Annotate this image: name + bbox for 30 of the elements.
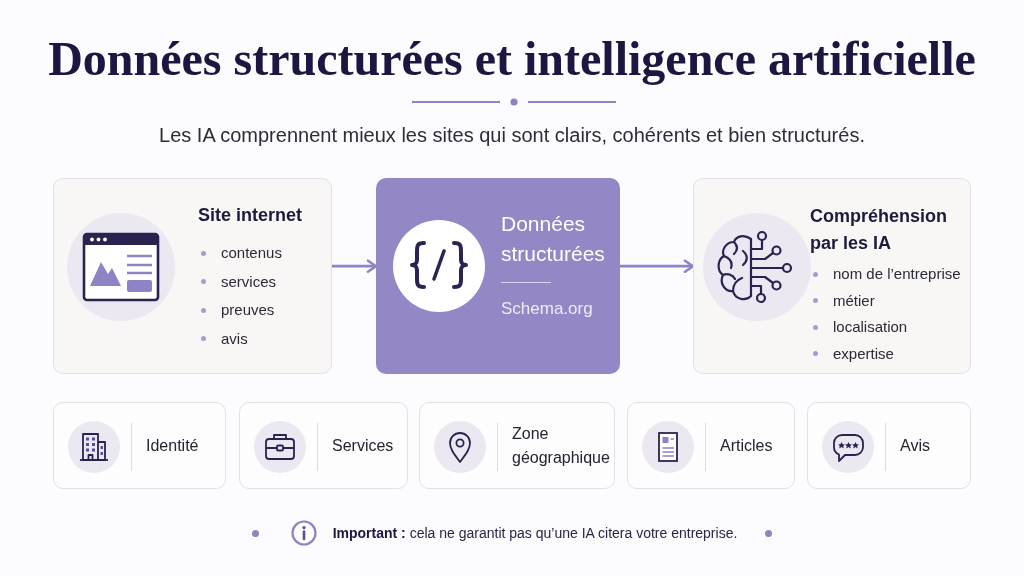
card-label: Zone géographique bbox=[512, 423, 611, 468]
category-card bbox=[419, 402, 615, 489]
category-card bbox=[807, 402, 971, 489]
card-label: Articles bbox=[720, 435, 773, 456]
note-text: Important : cela ne garantit pas qu’une IA citera votre entreprise. bbox=[332, 524, 738, 543]
category-card bbox=[627, 402, 795, 489]
list-item: expertise bbox=[810, 340, 894, 367]
list-item: nom de l’entreprise bbox=[810, 261, 961, 288]
list-item: localisation bbox=[810, 314, 908, 341]
list-item: preuves bbox=[198, 296, 275, 325]
card-subtext: Schema.org bbox=[501, 298, 593, 320]
highlight-card bbox=[376, 178, 620, 374]
card-heading: Compréhension par les IA bbox=[810, 205, 948, 255]
list-item: métier bbox=[810, 287, 875, 314]
process-card bbox=[693, 178, 971, 374]
page-title: Données structurées et intelligence artificielle bbox=[48, 31, 976, 87]
subtitle: Les IA comprennent mieux les sites qui sont clairs, cohérents et bien structurés. bbox=[159, 123, 865, 148]
process-card bbox=[53, 178, 332, 374]
arrow bbox=[618, 259, 695, 273]
list-item: avis bbox=[198, 324, 248, 353]
list-item: services bbox=[198, 267, 276, 296]
card-heading: Données structurées bbox=[501, 211, 606, 267]
category-card bbox=[53, 402, 226, 489]
card-label: Avis bbox=[900, 435, 930, 456]
arrow bbox=[330, 259, 378, 273]
list-item: contenus bbox=[198, 239, 282, 268]
card-heading: Site internet bbox=[198, 204, 303, 227]
card-label: Identité bbox=[146, 435, 199, 456]
card-label: Services bbox=[332, 435, 394, 456]
category-card bbox=[239, 402, 408, 489]
